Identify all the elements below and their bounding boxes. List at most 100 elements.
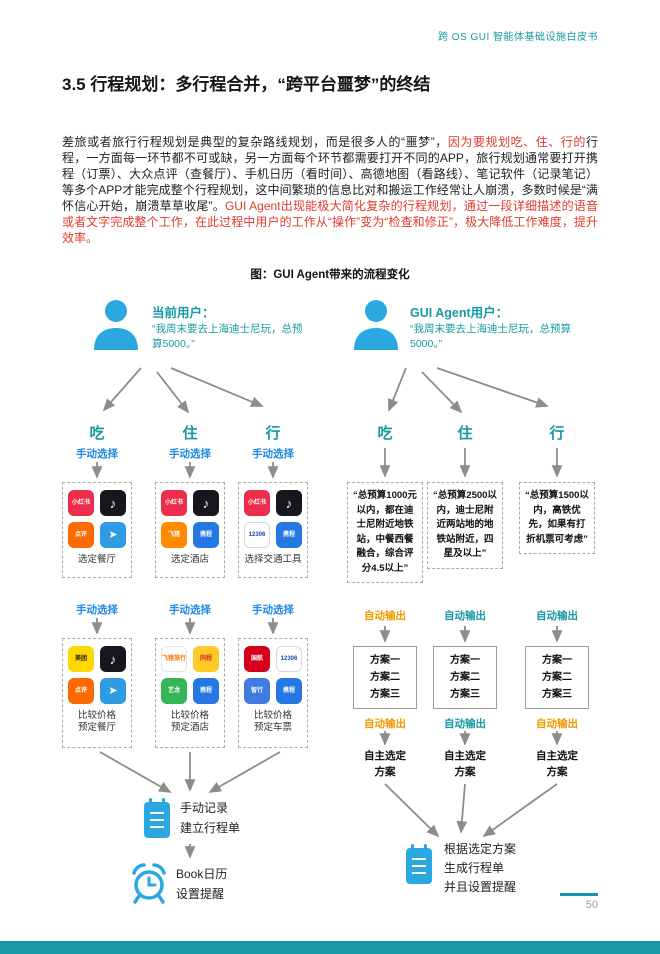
app-grid: 美团 ♪ 点评 ➤ (68, 646, 126, 704)
app-icon-douyin: ♪ (193, 490, 219, 516)
app-icon-elong: 艺龙 (161, 678, 187, 704)
page-number: 50 (585, 899, 598, 911)
manual-select-label: 手动选择 (76, 604, 118, 616)
app-icon-dianping: 点评 (68, 522, 94, 548)
app-box-caption: 比较价格 预定餐厅 (77, 710, 116, 733)
paragraph-segment-highlight: GUI Agent出现能极大简化复杂的行程规划，通过一段详细描述的语音或者文字完… (62, 199, 599, 245)
agent-user-icon (354, 300, 398, 350)
category-eat-right: 吃 (377, 425, 393, 442)
plan-option: 方案三 (370, 689, 400, 700)
app-icon-paperplane: ➤ (100, 678, 126, 704)
app-box-caption: 选择交通工具 (244, 554, 302, 565)
app-box-caption: 选定酒店 (170, 554, 209, 565)
app-icon-12306: 12306 (276, 646, 302, 672)
agent-user-label: GUI Agent用户： (410, 306, 509, 320)
app-grid: 小红书 ♪ 12306 携程 (244, 490, 302, 548)
requirement-box-travel: “总预算1500以内，高铁优先，如果有打折机票可考虑” (519, 482, 595, 554)
app-box-caption: 比较价格 预定车票 (253, 710, 292, 733)
app-icon-ctrip: 携程 (276, 678, 302, 704)
plan-box: 方案一 方案二 方案三 (525, 646, 589, 709)
app-icon-feizhu: 飞猪 (161, 522, 187, 548)
auto-output-label: 自动输出 (536, 610, 578, 622)
app-icon-meituan: 美团 (68, 646, 94, 672)
paragraph-segment: 差旅或者旅行行程规划是典型的复杂路线规划，而是很多人的“噩梦”， (62, 135, 448, 149)
app-box-book-hotel: 飞猪旅行 同程 艺龙 携程 比较价格 预定酒店 (155, 638, 225, 748)
plan-option: 方案三 (450, 689, 480, 700)
category-travel-right: 行 (549, 425, 565, 442)
app-icon-douyin: ♪ (100, 646, 126, 672)
auto-output-label: 自动输出 (364, 718, 406, 730)
section-title: 3.5 行程规划：多行程合并，“跨平台噩梦”的终结 (62, 75, 431, 94)
manual-select-label: 手动选择 (169, 604, 211, 616)
app-icon-douyin: ♪ (100, 490, 126, 516)
manual-record-note: 手动记录 建立行程单 (180, 801, 241, 835)
alarm-clock-icon (132, 863, 166, 904)
manual-select-label: 手动选择 (252, 604, 294, 616)
app-grid: 小红书 ♪ 点评 ➤ (68, 490, 126, 548)
requirement-box-eat: “总预算1000元以内，都在迪士尼附近地铁站，中餐西餐融合，综合评分4.5以上” (347, 482, 423, 583)
calendar-reminder-note: Book日历 设置提醒 (176, 867, 228, 901)
footer-accent-line (560, 893, 598, 896)
category-stay-left: 住 (182, 425, 198, 442)
auto-output-label: 自动输出 (444, 718, 486, 730)
app-icon-tongcheng: 同程 (193, 646, 219, 672)
figure-caption: 图：GUI Agent带来的流程变化 (250, 269, 410, 281)
app-icon-xiaohongshu: 小红书 (68, 490, 94, 516)
footer-bar (0, 941, 660, 954)
category-eat-left: 吃 (89, 425, 105, 442)
auto-output-label: 自动输出 (536, 718, 578, 730)
app-icon-ctrip: 携程 (193, 678, 219, 704)
app-icon-xiaohongshu: 小红书 (161, 490, 187, 516)
body-paragraph: 差旅或者旅行行程规划是典型的复杂路线规划，而是很多人的“噩梦”，因为要规划吃、住… (62, 134, 598, 246)
plan-box: 方案一 方案二 方案三 (433, 646, 497, 709)
document-header: 跨 OS GUI 智能体基础设施白皮书 (437, 32, 598, 43)
app-icon-dianping: 点评 (68, 678, 94, 704)
plan-option: 方案一 (450, 655, 480, 666)
app-box-book-ticket: 国航 12306 智行 携程 比较价格 预定车票 (238, 638, 308, 748)
app-icon-ctrip: 携程 (276, 522, 302, 548)
auto-output-label: 自动输出 (364, 610, 406, 622)
paragraph-segment: 行程，一方面每一环节都不可或缺，另一方面每个环节都需要打开不同的APP，旅行规划… (62, 135, 598, 213)
plan-option: 方案二 (450, 672, 480, 683)
agent-user-quote: “我周末要去上海迪士尼玩，总预算5000。” (410, 323, 571, 350)
plan-option: 方案二 (370, 672, 400, 683)
app-box-transport: 小红书 ♪ 12306 携程 选择交通工具 (238, 482, 308, 578)
plan-box: 方案一 方案二 方案三 (353, 646, 417, 709)
app-grid: 飞猪旅行 同程 艺龙 携程 (161, 646, 219, 704)
current-user-label: 当前用户： (152, 306, 215, 320)
paragraph-segment-highlight: 因为要规划吃、住、行的 (447, 135, 586, 149)
self-select-note: 自主选定 方案 (536, 750, 578, 778)
app-grid: 小红书 ♪ 飞猪 携程 (161, 490, 219, 548)
app-box-restaurant: 小红书 ♪ 点评 ➤ 选定餐厅 (62, 482, 132, 578)
app-box-caption: 比较价格 预定酒店 (170, 710, 209, 733)
plan-option: 方案二 (542, 672, 572, 683)
category-stay-right: 住 (457, 425, 473, 442)
current-user-quote: “我周末要去上海迪士尼玩，总预算5000。” (152, 323, 303, 350)
manual-select-label: 手动选择 (252, 448, 294, 460)
itinerary-notebook-icon (406, 844, 432, 884)
self-select-note: 自主选定 方案 (444, 750, 486, 778)
category-travel-left: 行 (265, 425, 281, 442)
plan-option: 方案一 (542, 655, 572, 666)
app-icon-ctrip: 携程 (193, 522, 219, 548)
plan-option: 方案三 (542, 689, 572, 700)
self-select-note: 自主选定 方案 (364, 750, 406, 778)
final-itinerary-note: 根据选定方案 生成行程单 并且设置提醒 (444, 842, 517, 894)
app-icon-feizhu-lvxing: 飞猪旅行 (161, 646, 187, 672)
notebook-icon (144, 798, 170, 838)
app-icon-zhixing: 智行 (244, 678, 270, 704)
manual-select-label: 手动选择 (169, 448, 211, 460)
app-icon-paperplane: ➤ (100, 522, 126, 548)
plan-option: 方案一 (370, 655, 400, 666)
app-box-book-restaurant: 美团 ♪ 点评 ➤ 比较价格 预定餐厅 (62, 638, 132, 748)
app-icon-douyin: ♪ (276, 490, 302, 516)
manual-select-label: 手动选择 (76, 448, 118, 460)
app-icon-xiaohongshu: 小红书 (244, 490, 270, 516)
auto-output-label: 自动输出 (444, 610, 486, 622)
app-icon-12306: 12306 (244, 522, 270, 548)
app-box-caption: 选定餐厅 (77, 554, 116, 565)
app-grid: 国航 12306 智行 携程 (244, 646, 302, 704)
app-box-hotel: 小红书 ♪ 飞猪 携程 选定酒店 (155, 482, 225, 578)
app-icon-guohang: 国航 (244, 646, 270, 672)
